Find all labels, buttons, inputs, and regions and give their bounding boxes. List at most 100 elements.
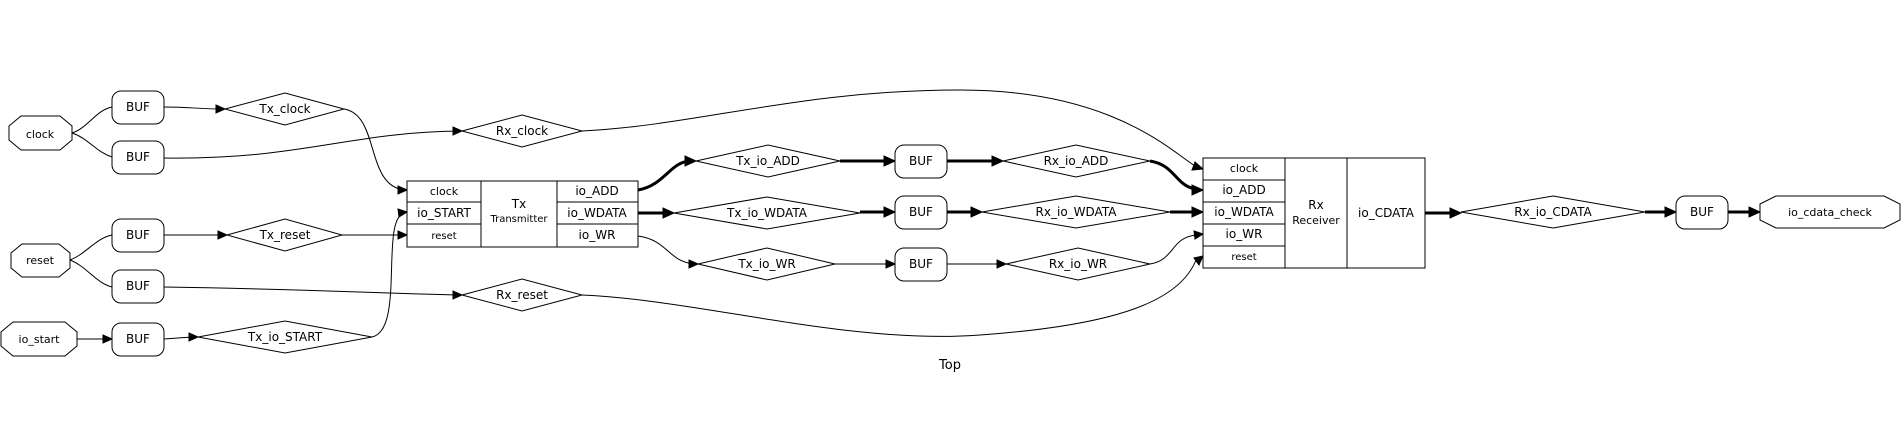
arrowhead (684, 155, 698, 167)
net-label: Rx_io_CDATA (1514, 205, 1592, 219)
rx-port-clock: clock (1230, 162, 1259, 175)
tx-port-clock: clock (430, 185, 459, 198)
wire-tx-io-start-to-tx (371, 212, 405, 338)
wire-tx-io-wr (637, 235, 696, 265)
arrowhead (885, 259, 897, 269)
output-port-io-cdata-check: io_cdata_check (1759, 195, 1901, 229)
arrowhead (452, 290, 464, 300)
buffer-label: BUF (126, 150, 150, 164)
net-label: Rx_io_WDATA (1036, 205, 1118, 219)
buffer-tx-io-start: BUF (111, 322, 165, 357)
arrowhead (883, 155, 897, 167)
wire-reset-to-buf (69, 259, 113, 288)
buffer-rx-reset: BUF (111, 269, 165, 304)
wire-tx-clock-to-tx (343, 108, 405, 191)
net-tx-reset: Tx_reset (225, 218, 344, 252)
wires (69, 89, 1762, 344)
arrowhead (215, 104, 227, 114)
arrowhead (1664, 206, 1678, 218)
rx-port-reset: reset (1231, 252, 1256, 263)
tx-port-io-start: io_START (417, 206, 471, 220)
net-tx-io-start: Tx_io_START (197, 320, 373, 354)
input-port-reset: reset (10, 243, 71, 278)
input-port-io-start: io_start (0, 321, 78, 357)
buffer-tx-clock: BUF (111, 90, 165, 125)
port-label: io_cdata_check (1788, 206, 1872, 219)
buffer-io-wr: BUF (894, 247, 948, 282)
wire-clock-to-buf (71, 106, 113, 134)
buffer-label: BUF (126, 228, 150, 242)
net-label: Rx_reset (496, 288, 548, 302)
rx-port-io-add: io_ADD (1222, 183, 1265, 197)
arrowhead (991, 155, 1005, 167)
net-label: Tx_io_WR (737, 257, 795, 271)
buffer-tx-reset: BUF (111, 218, 165, 253)
wire-buf-to-tx-clock (163, 106, 223, 110)
arrowhead (102, 334, 114, 344)
arrowhead (397, 185, 409, 195)
tx-port-io-wdata: io_WDATA (567, 206, 627, 220)
wire-rx-wr-to-rx (1149, 234, 1197, 265)
buffer-io-cdata: BUF (1675, 195, 1729, 230)
arrowhead (397, 230, 409, 240)
wire-clock-to-buf (71, 132, 113, 158)
tx-port-io-wr: io_WR (579, 228, 616, 242)
bus-tx-io-add (637, 159, 691, 192)
net-tx-clock: Tx_clock (223, 92, 346, 126)
arrowhead (996, 259, 1008, 269)
rx-port-io-wdata: io_WDATA (1214, 205, 1274, 219)
buffer-label: BUF (126, 332, 150, 346)
wire-rx-clock-to-rx (581, 89, 1196, 167)
net-label: Rx_clock (496, 124, 548, 138)
buffer-label: BUF (909, 154, 933, 168)
tx-port-reset: reset (431, 231, 456, 242)
arrowhead (217, 230, 229, 240)
net-label: Tx_io_ADD (735, 154, 800, 168)
wire-buf-to-rx-reset (163, 286, 461, 296)
module-rx-receiver: clock io_ADD io_WDATA io_WR reset Rx Rec… (1202, 157, 1426, 269)
net-label: Tx_reset (259, 228, 311, 242)
net-label: Tx_clock (258, 102, 310, 116)
net-rx-io-add: Rx_io_ADD (1002, 144, 1151, 178)
buffer-io-add: BUF (894, 144, 948, 179)
arrowhead (1193, 230, 1205, 240)
buffer-label: BUF (126, 100, 150, 114)
buffer-label: BUF (909, 205, 933, 219)
tx-instance-name: Tx (511, 197, 526, 211)
bus-rx-add-to-rx (1149, 159, 1196, 191)
arrowhead (970, 206, 984, 218)
rx-module-type: Receiver (1292, 214, 1340, 227)
buffer-io-wdata: BUF (894, 195, 948, 230)
net-rx-clock: Rx_clock (460, 114, 584, 148)
arrowhead (1191, 206, 1205, 218)
port-label: io_start (19, 333, 61, 346)
arrowhead (1449, 207, 1463, 219)
arrowhead (1191, 184, 1205, 196)
net-rx-io-wr: Rx_io_WR (1005, 247, 1151, 281)
arrowhead (1193, 255, 1204, 267)
port-label: reset (26, 254, 55, 267)
net-tx-io-wr: Tx_io_WR (697, 247, 836, 281)
arrowhead (662, 207, 676, 219)
buffer-label: BUF (1690, 205, 1714, 219)
rx-instance-name: Rx (1308, 198, 1323, 212)
net-rx-reset: Rx_reset (460, 278, 584, 312)
buffer-rx-clock: BUF (111, 140, 165, 175)
rx-port-io-cdata: io_CDATA (1358, 206, 1415, 220)
arrowhead (397, 208, 409, 218)
wire-buf-to-rx-clock (163, 130, 461, 159)
rx-port-io-wr: io_WR (1226, 227, 1263, 241)
net-tx-io-wdata: Tx_io_WDATA (673, 196, 861, 230)
wire-reset-to-buf (69, 234, 113, 261)
net-rx-io-wdata: Rx_io_WDATA (981, 195, 1171, 229)
arrowhead (1191, 161, 1205, 171)
tx-port-io-add: io_ADD (575, 184, 618, 198)
net-tx-io-add: Tx_io_ADD (695, 144, 841, 178)
diagram-caption: Top (938, 358, 961, 373)
tx-module-type: Transmitter (489, 214, 548, 225)
buffer-label: BUF (126, 279, 150, 293)
module-tx-transmitter: clock io_START reset Tx Transmitter io_A… (406, 180, 639, 248)
arrowhead (452, 126, 464, 136)
net-label: Rx_io_WR (1049, 257, 1107, 271)
